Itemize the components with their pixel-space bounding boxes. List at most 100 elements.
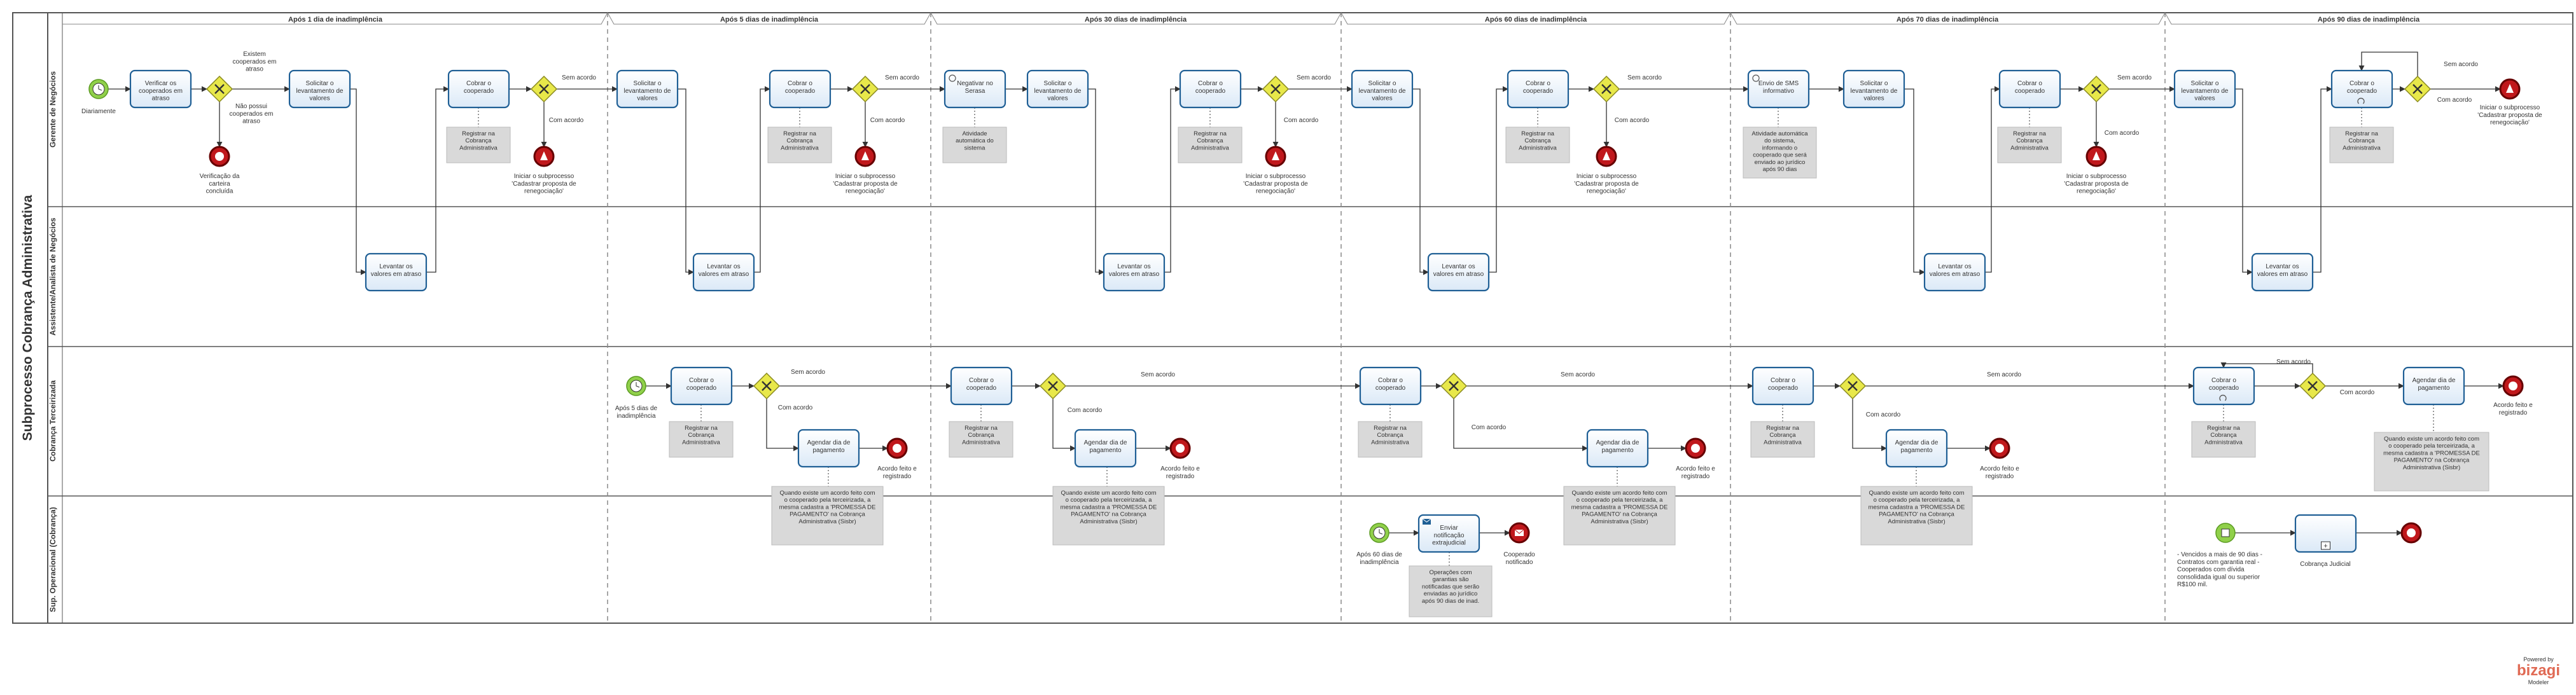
gateway-cooperados-atraso (205, 75, 233, 103)
label-com-acordo-4: Com acordo (1615, 117, 1650, 124)
phase-6: Após 90 dias de inadimplência (2318, 16, 2420, 24)
powered-by-text: Powered by (2523, 656, 2554, 663)
sequence-flows (108, 52, 2504, 566)
end-cooperado-notificado (1508, 522, 1530, 544)
pool-title: Subprocesso Cobrança Administrativa (20, 195, 35, 441)
gateway-ct4 (1440, 372, 1468, 400)
gateway-acordo-6 (2404, 75, 2432, 103)
label-ct2-com: Com acordo (778, 404, 813, 411)
label-diariamente: Diariamente (81, 108, 116, 115)
gear-icon (1752, 74, 1760, 82)
end-verificacao-concluida (209, 146, 230, 167)
subprocess-marker-icon (2321, 541, 2330, 550)
label-sem-acordo-2: Sem acordo (885, 74, 919, 81)
brand-sub: Modeler (2528, 679, 2549, 685)
label-com-acordo-2: Com acordo (870, 117, 905, 124)
loop-icon (2357, 97, 2365, 104)
loop-icon (2219, 394, 2227, 401)
label-sem-acordo-1: Sem acordo (562, 74, 596, 81)
label-sem-acordo-3: Sem acordo (1297, 74, 1331, 81)
task-cobranca-judicial[interactable]: + (2294, 514, 2357, 553)
gateway-acordo-3 (1262, 75, 1290, 103)
gear-icon (949, 74, 956, 82)
start-cobranca-judicial (2215, 523, 2236, 543)
label-ct5-com: Com acordo (1866, 411, 1901, 418)
phase-2: Após 5 dias de inadimplência (720, 16, 819, 24)
end-cobranca-judicial (2400, 522, 2422, 544)
phase-5: Após 70 dias de inadimplência (1897, 16, 1999, 24)
lane-sup-operacional: Sup. Operacional (Cobrança) (48, 507, 57, 612)
lane-labels: Gerente de Negócios Assistente/Analista … (48, 71, 57, 612)
label-com-acordo-6: Com acordo (2437, 97, 2472, 104)
end-acordo-3 (1169, 437, 1191, 459)
label-sem-acordo-4: Sem acordo (1627, 74, 1662, 81)
label-com-acordo-1: Com acordo (549, 117, 584, 124)
label-iniciar-2: Iniciar o subprocesso'Cadastrar proposta… (833, 173, 898, 195)
